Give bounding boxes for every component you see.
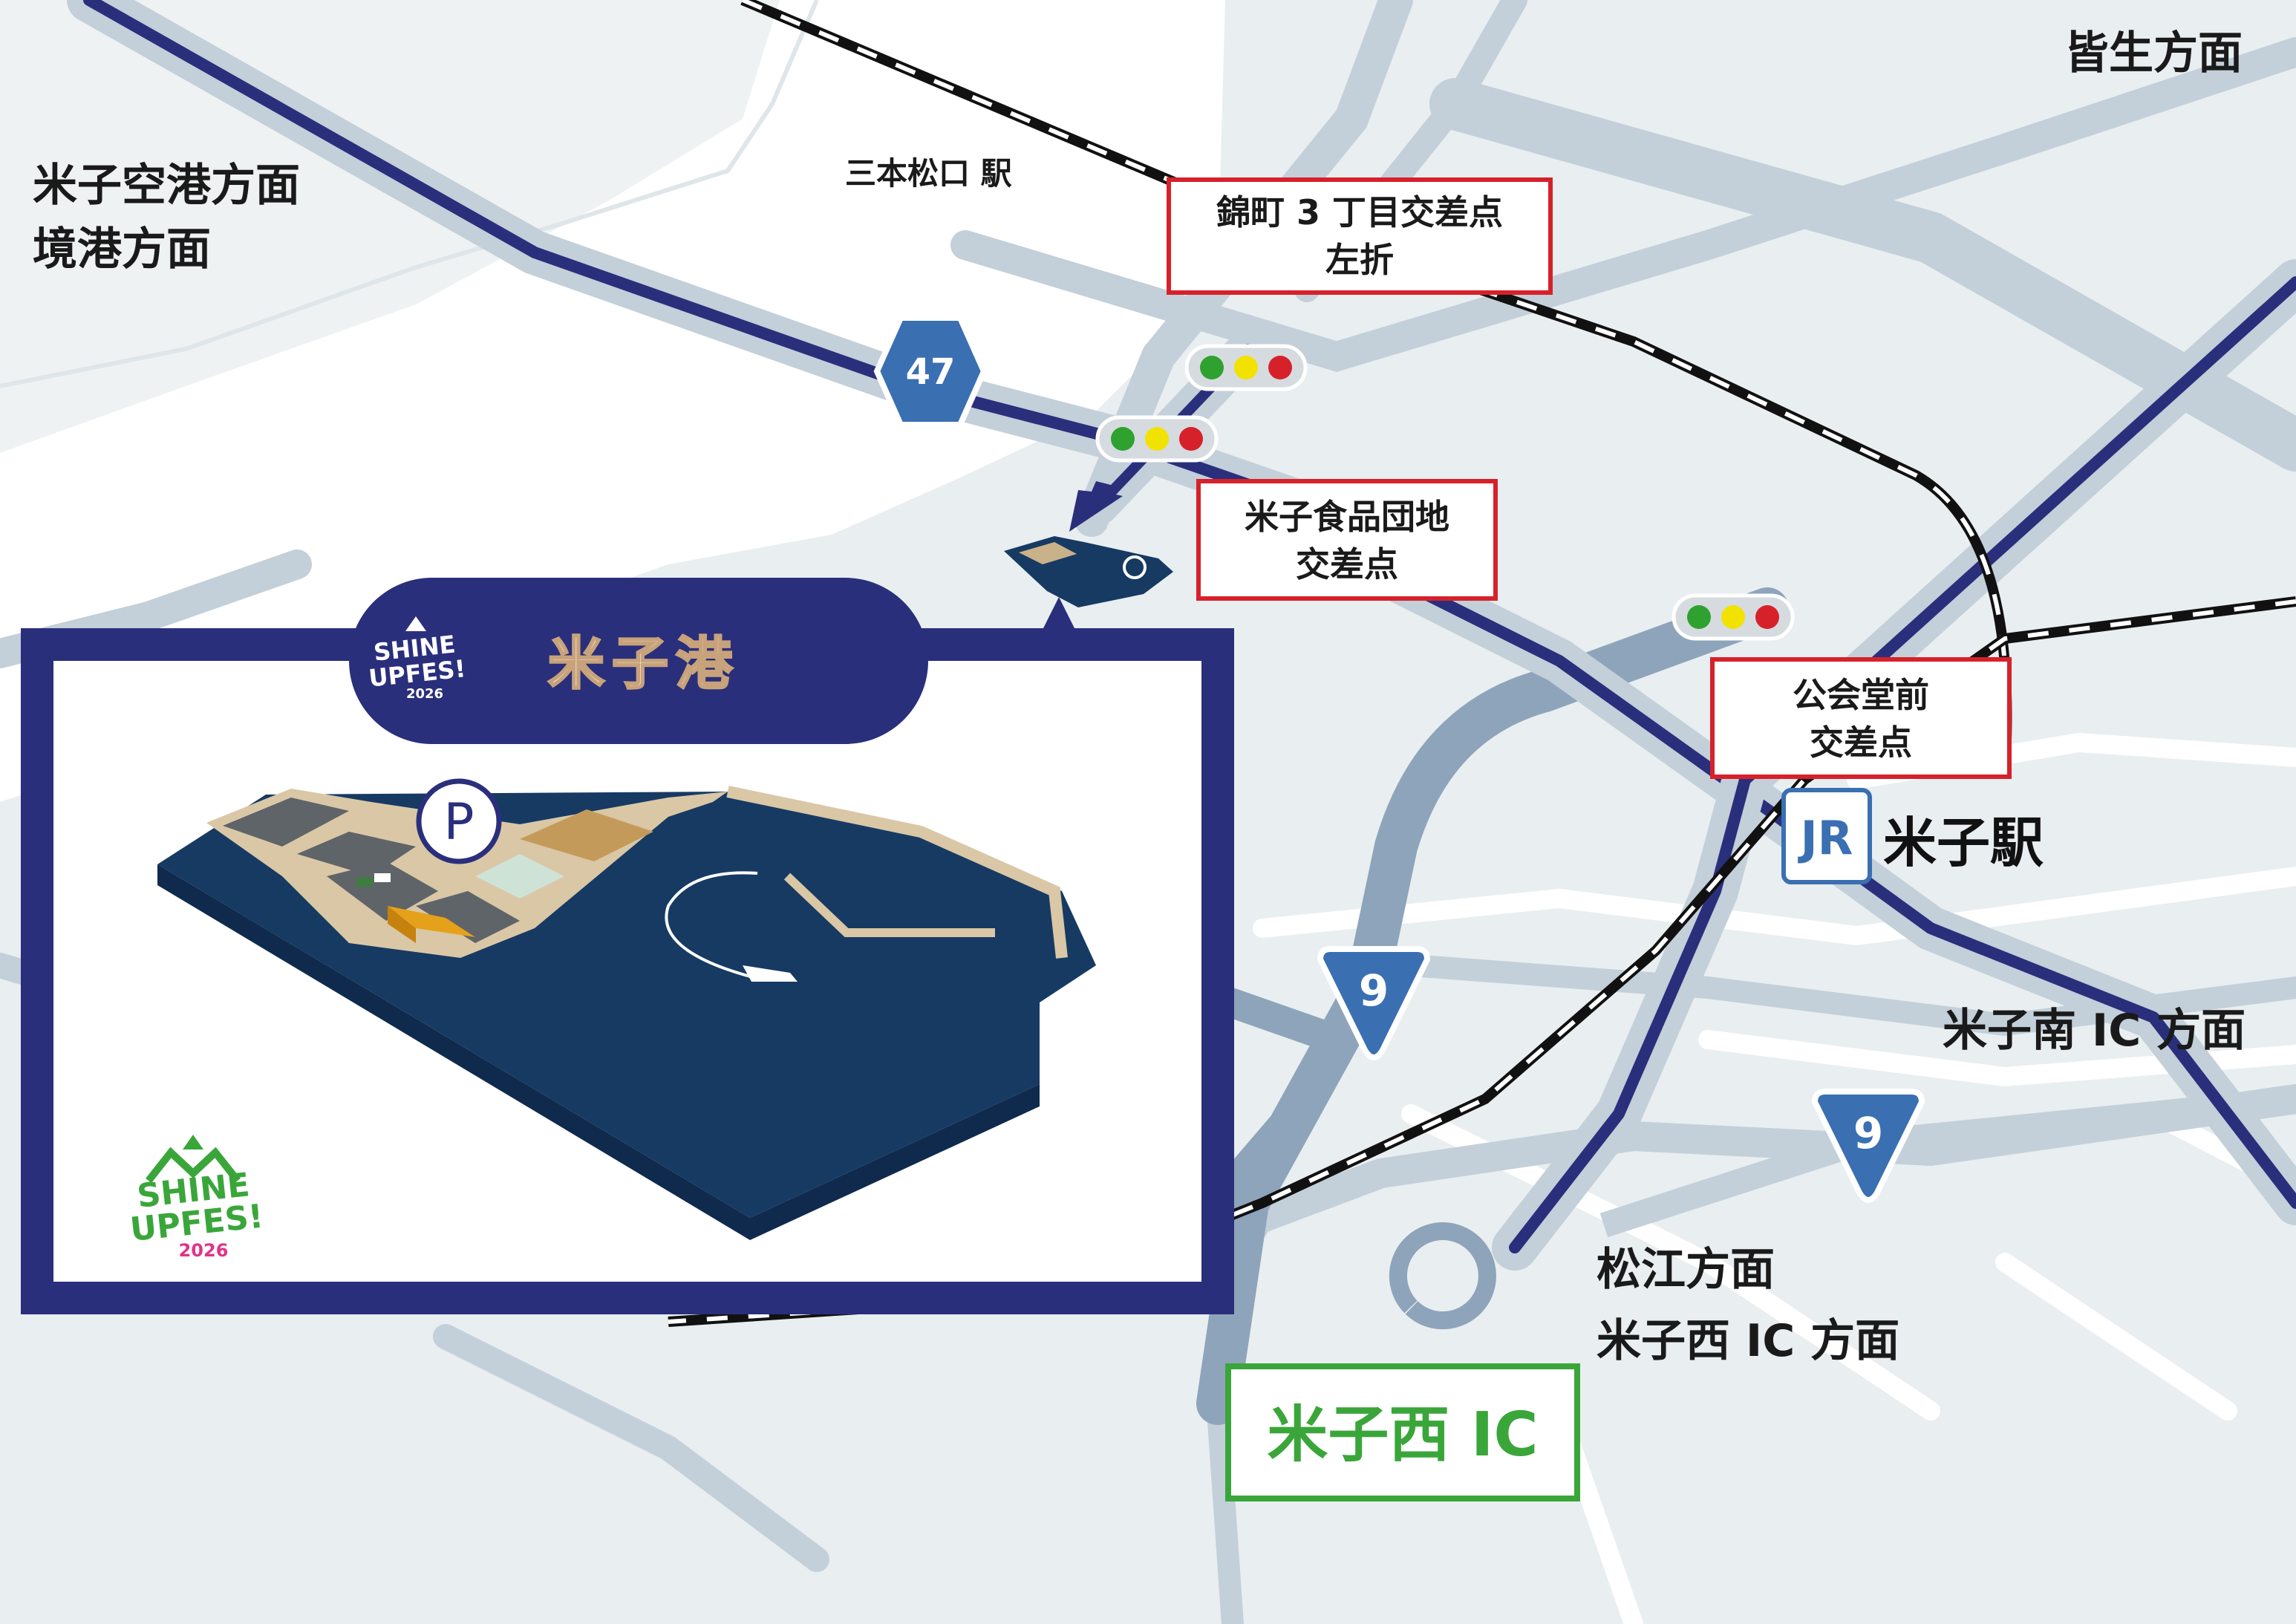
- route-shield-icon: [1317, 946, 1431, 1060]
- green-light-icon: [1687, 605, 1711, 629]
- jr-badge-text: JR: [1798, 811, 1853, 865]
- route-47-number: 47: [906, 351, 956, 393]
- label-minaseiku: 皆生方面: [2064, 27, 2243, 79]
- label-airport: 米子空港方面: [33, 160, 300, 212]
- car-icon: [374, 873, 391, 882]
- parking-lot: [327, 861, 438, 921]
- coastline: [0, 0, 819, 388]
- parking-lot: [223, 798, 349, 847]
- ic-label: 米子西 IC: [1267, 1400, 1538, 1470]
- callout-shokuhin-line1: 米子食品団地: [1245, 497, 1449, 537]
- label-sanbonmatsu-station: 三本松口 駅: [845, 155, 1012, 192]
- pointer-arrow-icon: [1069, 481, 1123, 532]
- ic-box: 米子西 IC: [1225, 1363, 1580, 1501]
- harbor-inset: SHINE UPFES! 2026 米子港: [21, 578, 1234, 1314]
- route-9-number-b: 9: [1853, 1108, 1883, 1158]
- label-yonago-west-ic: 米子西 IC 方面: [1597, 1315, 1899, 1367]
- pill-logo-year: 2026: [406, 686, 443, 702]
- inset-title-pill: [349, 578, 928, 744]
- callout-shokuhin: 米子食品団地 交差点: [1196, 479, 1498, 601]
- inset-title: 米子港: [548, 630, 740, 697]
- green-light-icon: [1200, 356, 1224, 379]
- jr-logo-icon: [1781, 788, 1872, 884]
- land-upper-left: [0, 0, 780, 453]
- route-9-number-a: 9: [1359, 965, 1389, 1016]
- label-yonago-south-ic: 米子南 IC 方面: [1943, 1005, 2246, 1057]
- route-shield-icon: [873, 315, 988, 428]
- parking-lot: [416, 891, 520, 943]
- traffic-light-kokaido: [1672, 593, 1795, 641]
- yellow-light-icon: [1721, 605, 1745, 629]
- green-light-icon: [1111, 427, 1135, 451]
- red-light-icon: [1268, 356, 1292, 379]
- red-light-icon: [1179, 427, 1203, 451]
- yellow-light-icon: [1234, 356, 1258, 379]
- callout-nishikimachi: 錦町 3 丁目交差点 左折: [1167, 177, 1553, 295]
- callout-nishikimachi-line2: 左折: [1325, 240, 1394, 280]
- port-mini-marker: [1004, 536, 1173, 607]
- traffic-light-shokuhin: [1095, 415, 1219, 463]
- jr-station: JR 米子駅: [1781, 788, 2044, 884]
- bus-icon: [388, 906, 475, 943]
- label-sakaiminato: 境港方面: [33, 224, 211, 275]
- harbor-illustration: P: [157, 778, 1096, 1240]
- interchange-loop: [1389, 1222, 1496, 1330]
- callout-kokaido: 公会堂前 交差点: [1710, 657, 2012, 779]
- callout-nishikimachi-line1: 錦町 3 丁目交差点: [1216, 192, 1503, 232]
- parking-symbol: P: [443, 793, 474, 852]
- label-matsue: 松江方面: [1597, 1244, 1775, 1296]
- station-name: 米子駅: [1883, 812, 2044, 874]
- callout-kokaido-line1: 公会堂前: [1793, 675, 1929, 715]
- route-shield-icon: [1811, 1089, 1925, 1203]
- route-9-badge-a: 9: [1317, 946, 1431, 1060]
- route-9-badge-b: 9: [1811, 1089, 1925, 1203]
- callout-shokuhin-line2: 交差点: [1296, 544, 1398, 584]
- callout-kokaido-line2: 交差点: [1810, 723, 1912, 763]
- traffic-light-nishikimachi: [1184, 344, 1308, 391]
- ship-wake: [665, 871, 758, 979]
- red-light-icon: [1755, 605, 1779, 629]
- ship-icon: [743, 965, 798, 982]
- car-icon: [356, 878, 373, 887]
- route-47-badge: 47: [873, 315, 988, 428]
- parking-icon: P: [416, 778, 502, 864]
- green-logo-year: 2026: [179, 1240, 229, 1261]
- yellow-light-icon: [1145, 427, 1169, 451]
